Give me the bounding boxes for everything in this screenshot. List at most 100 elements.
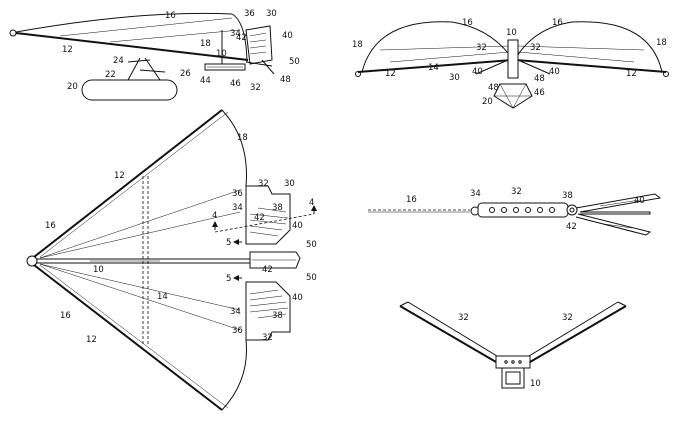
ref-50-plan-bot: 50 [306, 273, 317, 283]
ref-38-sec4: 38 [562, 191, 573, 201]
ref-16-plan-top: 16 [45, 221, 56, 231]
ref-32-front-l: 32 [476, 43, 487, 53]
wing-right-upper [515, 21, 663, 73]
ref-18-plan: 18 [237, 133, 248, 143]
ref-48-front-r: 48 [534, 74, 545, 84]
ref-16-front-l: 16 [462, 18, 473, 28]
center-housing [245, 25, 273, 65]
keel-channel [501, 367, 525, 389]
trailing-edge-left [221, 109, 247, 187]
nose-cap [9, 29, 17, 37]
fig-front-view [355, 21, 669, 109]
ref-12-plan-bot: 12 [86, 335, 97, 345]
ref-24: 24 [113, 56, 124, 66]
ref-32-sec4: 32 [511, 187, 522, 197]
ref-10-front: 10 [506, 28, 517, 38]
ref-18-side: 18 [200, 39, 211, 49]
ref-36-plan-top: 36 [232, 189, 243, 199]
ref-40-sec4: 40 [634, 196, 645, 206]
ref-16-sec4: 16 [406, 195, 417, 205]
ref-12-side: 12 [62, 45, 73, 55]
flap-panel-lower [245, 281, 291, 341]
flap-closed [580, 211, 651, 215]
pivot-38 [566, 204, 578, 216]
ref-50-side: 50 [289, 57, 300, 67]
ref-26: 26 [180, 69, 191, 79]
wing-left-spar [357, 59, 513, 73]
ref-36-plan-bot: 36 [232, 326, 243, 336]
ref-32-sec5-l: 32 [458, 313, 469, 323]
leading-edge-left [33, 109, 223, 258]
sail-trailing [231, 13, 248, 63]
ref-5-top: 5 [226, 238, 231, 248]
fig-plan-view [26, 109, 317, 411]
ref-32-side: 32 [250, 83, 261, 93]
reference-numerals: 16 36 30 40 42 18 34 10 12 24 22 26 20 4… [45, 9, 667, 389]
ref-42-side: 42 [236, 33, 247, 43]
ref-40-side: 40 [282, 31, 293, 41]
ref-18-front-l: 18 [352, 40, 363, 50]
center-mast [507, 39, 519, 79]
ref-12-front-l: 12 [385, 69, 396, 79]
ref-34-plan-top: 34 [232, 203, 243, 213]
sail-upper [15, 12, 233, 33]
ref-34-plan-bot: 34 [230, 307, 241, 317]
flap-panel-upper [245, 185, 291, 245]
center-hinge [249, 251, 301, 269]
ref-42-plan-top: 42 [254, 213, 265, 223]
ref-12-plan-top: 12 [114, 171, 125, 181]
ref-10-side: 10 [216, 49, 227, 59]
ref-36-side: 36 [244, 9, 255, 19]
ref-48-side: 48 [280, 75, 291, 85]
ref-50-plan-top: 50 [306, 240, 317, 250]
ref-16-plan-bot: 16 [60, 311, 71, 321]
ref-46-side: 46 [230, 79, 241, 89]
ref-18-front-r: 18 [656, 38, 667, 48]
ref-14-front: 14 [428, 63, 439, 73]
ref-10-sec5: 10 [530, 379, 541, 389]
ref-34-sec4: 34 [470, 189, 481, 199]
ref-5-bot: 5 [226, 274, 231, 284]
flap-open-upper [575, 193, 662, 213]
ref-32-plan-top: 32 [258, 179, 269, 189]
pilot-pod [81, 79, 178, 101]
plan-nose [26, 255, 38, 267]
ref-32-plan-bot: 32 [262, 333, 273, 343]
ref-16-side: 16 [165, 11, 176, 21]
ref-32-sec5-r: 32 [562, 313, 573, 323]
ref-30-front: 30 [449, 73, 460, 83]
ref-38-plan-top: 38 [272, 203, 283, 213]
ref-40-front-r: 40 [549, 67, 560, 77]
trailing-edge-right [221, 339, 247, 411]
fig-side-view [9, 12, 275, 101]
flap-open-lower [575, 213, 652, 236]
ref-20-side: 20 [67, 82, 78, 92]
ref-40-plan-top: 40 [292, 221, 303, 231]
ref-32-front-r: 32 [530, 43, 541, 53]
wing-right-spar [515, 59, 667, 73]
ref-44: 44 [200, 76, 211, 86]
center-block [495, 355, 531, 369]
ref-48-front-l: 48 [488, 83, 499, 93]
strut-front [127, 57, 141, 81]
ref-10-plan: 10 [93, 265, 104, 275]
wing-left-upper [361, 21, 513, 73]
ref-46-front: 46 [534, 88, 545, 98]
ref-42-sec4: 42 [566, 222, 577, 232]
ref-4-right: 4 [309, 198, 314, 208]
ref-4-left: 4 [212, 211, 217, 221]
leading-edge-tube [15, 32, 249, 61]
ref-16-front-r: 16 [552, 18, 563, 28]
ref-14-plan: 14 [157, 292, 168, 302]
ref-30-plan: 30 [284, 179, 295, 189]
leading-edge-right [33, 264, 223, 411]
fig-section-4 [368, 193, 662, 236]
ref-22: 22 [105, 70, 116, 80]
ref-38-plan-bot: 38 [272, 311, 283, 321]
fig-section-5 [399, 301, 627, 389]
ref-12-front-r: 12 [626, 69, 637, 79]
ref-40-plan-bot: 40 [292, 293, 303, 303]
strut-rear [144, 57, 161, 81]
ref-34-side: 34 [230, 29, 241, 39]
